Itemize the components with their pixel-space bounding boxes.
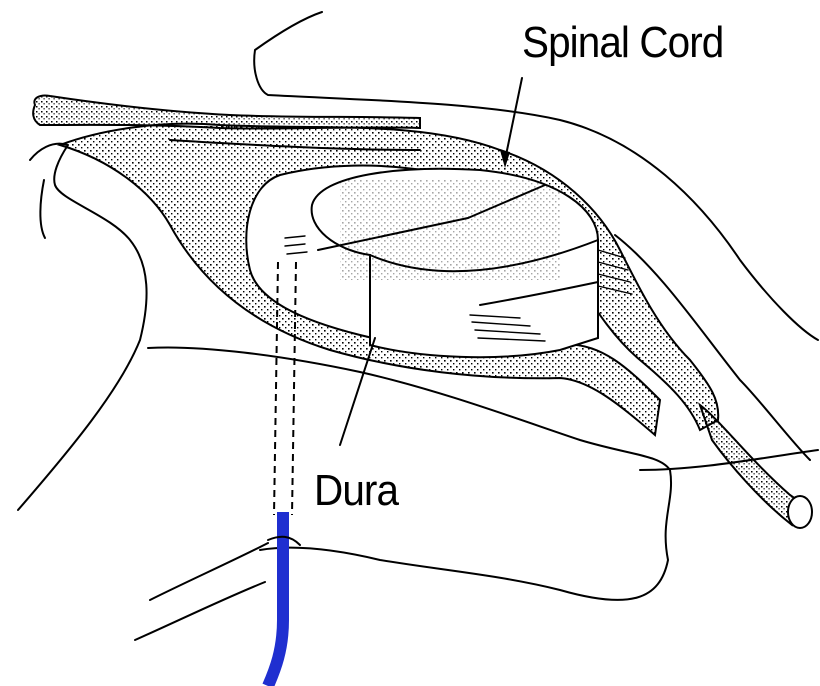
grey-matter-stipple [340,180,560,280]
right-nerve-root-end [788,496,812,528]
needle-path-dashed [274,262,296,515]
dura-label: Dura [314,466,398,516]
left-pedicle-outline [18,144,147,510]
left-process-line [40,180,45,238]
spinal-cord-label: Spinal Cord [522,18,723,68]
tissue-lines [135,537,300,640]
